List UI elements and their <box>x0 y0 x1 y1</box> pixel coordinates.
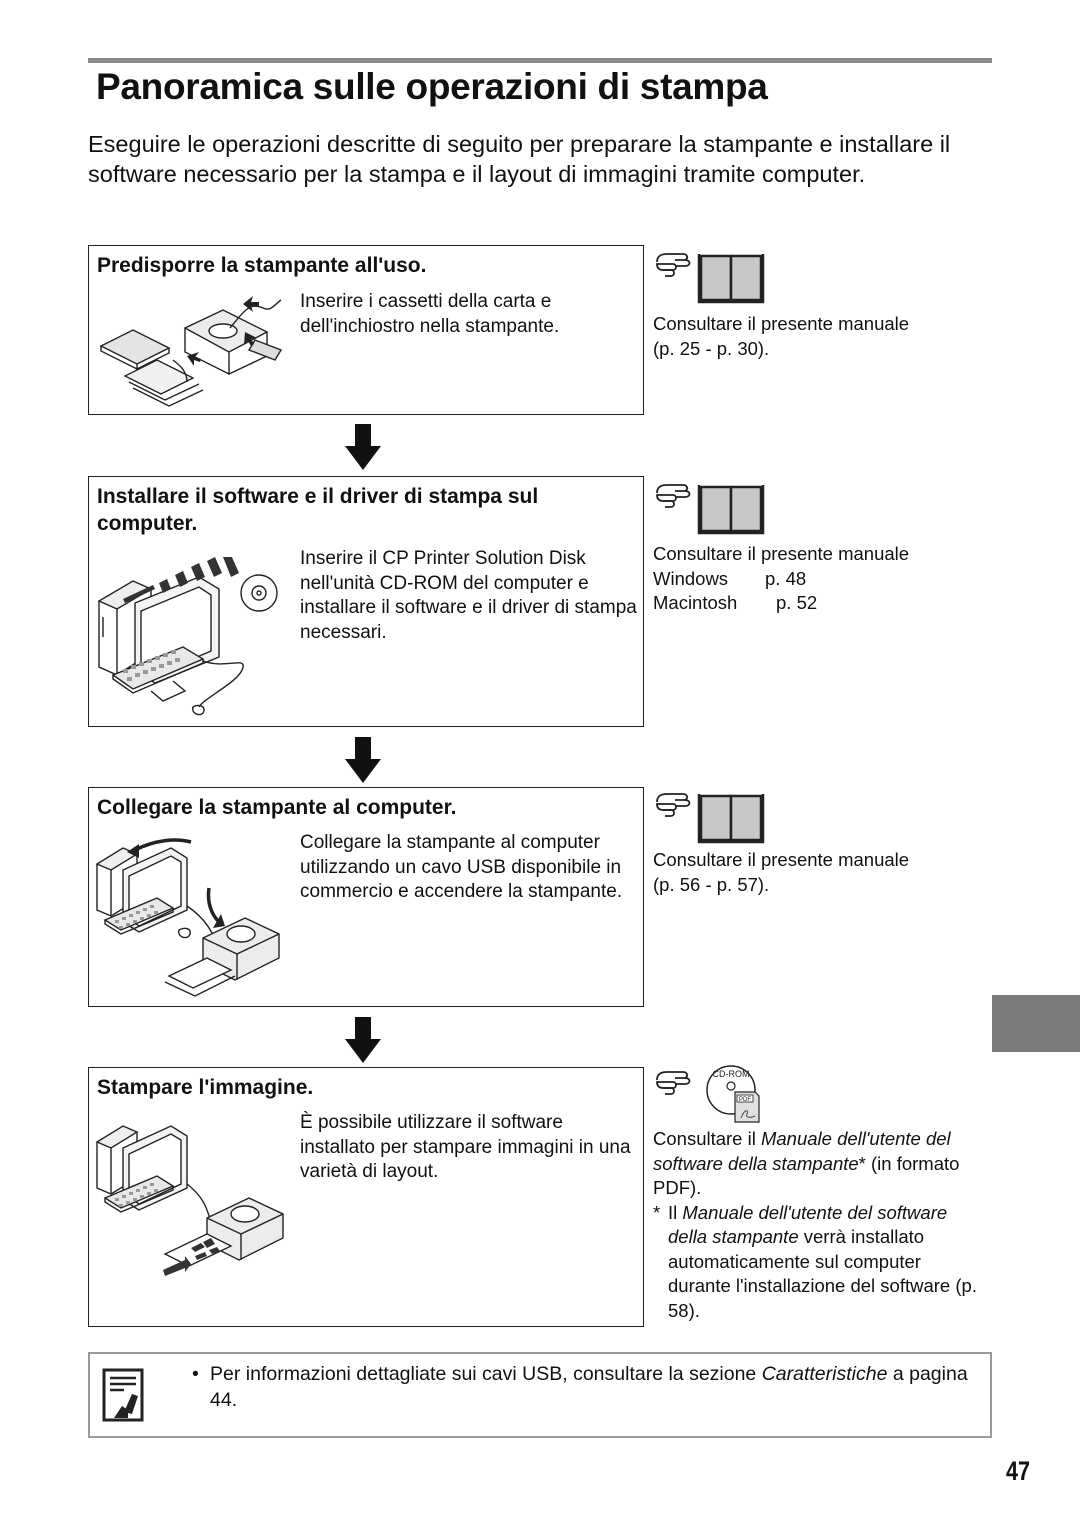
manual-reference-icons <box>655 250 767 309</box>
note-lead: Per informazioni dettagliate sui cavi US… <box>210 1363 762 1385</box>
cd-rom-pdf-icon: CD-ROM PDF <box>706 1065 760 1123</box>
pointing-hand-icon <box>656 484 691 508</box>
reference-row-windows: Windows p. 48 <box>653 567 993 592</box>
printer-connect-illustration <box>95 838 280 997</box>
os-page: p. 52 <box>776 592 818 613</box>
reference-line: Consultare il presente manuale <box>653 313 910 334</box>
footnote-star: * <box>653 1201 661 1223</box>
reference-lead: Consultare il <box>653 1128 761 1149</box>
step-description: Collegare la stampante al computer utili… <box>300 832 623 902</box>
manual-reference-icons <box>655 790 767 849</box>
pdf-reference-icons: CD-ROM PDF <box>655 1064 775 1129</box>
footnote: * Il Manuale dell'utente del software de… <box>653 1201 985 1324</box>
note-content: Per informazioni dettagliate sui cavi US… <box>210 1361 982 1413</box>
book-icon <box>697 485 765 535</box>
reference-line: Consultare il presente manuale <box>653 543 910 564</box>
note-box: • Per informazioni dettagliate sui cavi … <box>88 1352 992 1438</box>
title-rule <box>88 58 992 63</box>
reference-paragraph: Consultare il Manuale dell'utente del so… <box>653 1127 985 1201</box>
down-arrow <box>345 1017 381 1063</box>
step-reference: Consultare il presente manuale (p. 25 - … <box>653 312 993 361</box>
manual-reference-icons <box>655 481 767 540</box>
printer-cassette-illustration <box>99 296 283 407</box>
footnote-tail: verrà installato automaticamente sul com… <box>668 1226 977 1321</box>
down-arrow <box>345 737 381 783</box>
step-title: Collegare la stampante al computer. <box>97 796 457 819</box>
manual-title: Manuale dell'utente del software della s… <box>653 1128 951 1174</box>
footnote-lead: Il <box>668 1201 683 1223</box>
computer-install-illustration <box>97 557 278 716</box>
reference-row-macintosh: Macintosh p. 52 <box>653 591 993 616</box>
cd-label: CD-ROM <box>713 1069 750 1079</box>
down-arrow <box>345 424 381 470</box>
step-reference: Consultare il Manuale dell'utente del so… <box>653 1127 985 1323</box>
step-title: Predisporre la stampante all'uso. <box>97 254 427 277</box>
page-title: Panoramica sulle operazioni di stampa <box>96 66 768 107</box>
print-image-illustration <box>95 1125 284 1276</box>
pdf-label: PDF <box>739 1097 751 1103</box>
pointing-hand-icon <box>656 793 691 817</box>
book-icon <box>697 794 765 844</box>
step-description: È possibile utilizzare il software insta… <box>300 1112 631 1182</box>
step-box-setup: Predisporre la stampante all'uso. Inseri… <box>88 245 644 415</box>
note-tail: a pagina 44. <box>210 1363 968 1411</box>
footnote-text: Il Manuale dell'utente del software dell… <box>667 1201 985 1324</box>
note-text: • Per informazioni dettagliate sui cavi … <box>192 1361 982 1413</box>
step-title: Stampare l'immagine. <box>97 1076 314 1099</box>
reference-pages: (p. 25 - p. 30). <box>653 337 770 359</box>
bullet: • <box>192 1363 199 1385</box>
step-box-install: Installare il software e il driver di st… <box>88 476 644 727</box>
reference-line: Consultare il presente manuale <box>653 849 910 870</box>
os-page: p. 48 <box>765 567 807 589</box>
footnote-manual-title: Manuale dell'utente del software della s… <box>668 1201 948 1248</box>
step-reference: Consultare il presente manuale Windows p… <box>653 542 993 616</box>
note-pencil-icon <box>102 1368 144 1422</box>
section-tab <box>992 995 1080 1052</box>
intro-paragraph: Eseguire le operazioni descritte di segu… <box>88 131 951 187</box>
reference-pages: (p. 56 - p. 57). <box>653 873 770 895</box>
pointing-hand-icon <box>656 253 691 277</box>
page-number: 47 <box>1006 1456 1031 1486</box>
step-box-print: Stampare l'immagine. È possibile utilizz… <box>88 1067 644 1327</box>
reference-tail: * (in formato PDF). <box>653 1152 960 1199</box>
step-box-connect: Collegare la stampante al computer. Coll… <box>88 787 644 1007</box>
step-reference: Consultare il presente manuale (p. 56 - … <box>653 848 993 897</box>
step-title: Installare il software e il driver di st… <box>97 485 539 535</box>
step-description: Inserire i cassetti della carta e dell'i… <box>300 291 560 337</box>
step-description: Inserire il CP Printer Solution Disk nel… <box>300 548 637 643</box>
section-reference: Caratteristiche <box>761 1363 888 1385</box>
pointing-hand-icon <box>656 1071 691 1095</box>
book-icon <box>697 254 765 304</box>
os-label: Macintosh <box>653 592 738 613</box>
os-label: Windows <box>653 567 729 589</box>
